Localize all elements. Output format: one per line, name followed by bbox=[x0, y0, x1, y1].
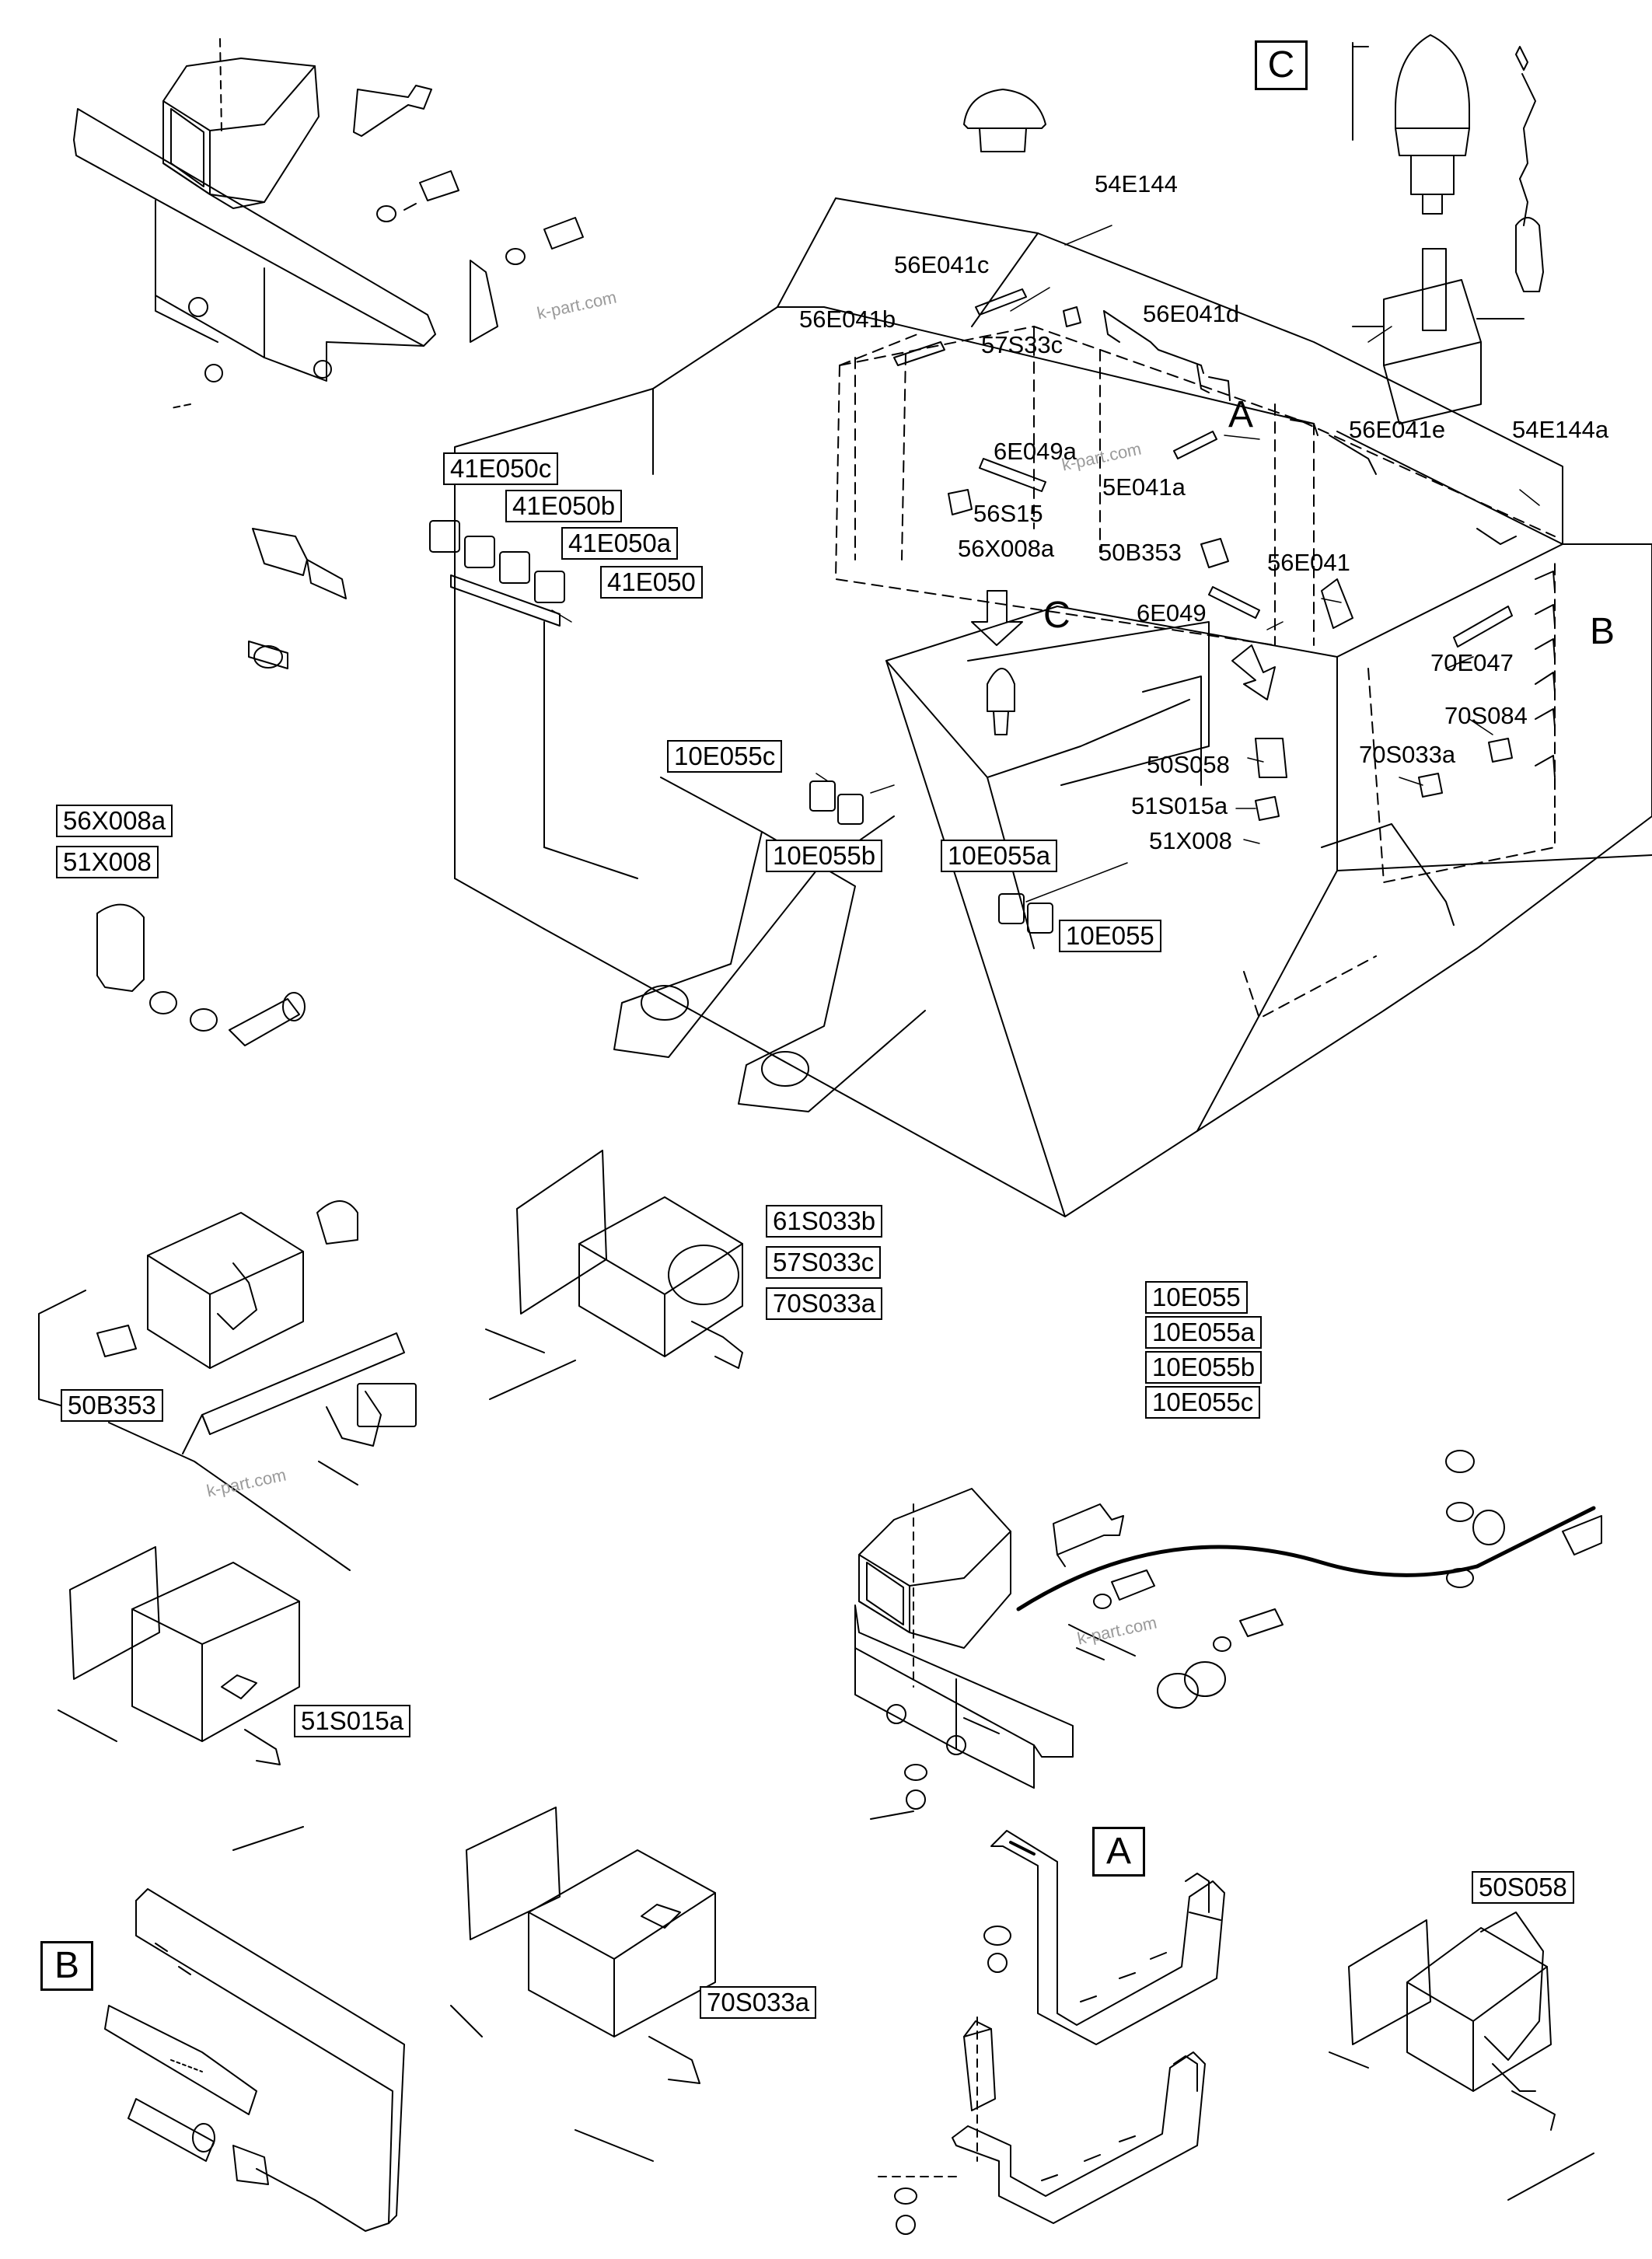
boxed-10E055c: 10E055c bbox=[667, 740, 783, 773]
label-5E041a: 5E041a bbox=[1102, 473, 1186, 501]
leader-lines bbox=[551, 225, 1540, 903]
view-c-beacon bbox=[1352, 34, 1544, 424]
group-label-10E055c: 10E055c bbox=[1145, 1386, 1261, 1419]
beacon-on-roof bbox=[971, 590, 1276, 735]
label-56E041c: 56E041c bbox=[894, 251, 990, 278]
label-51X008-small: 51X008 bbox=[1149, 827, 1232, 854]
label-56X008a-small: 56X008a bbox=[958, 535, 1055, 562]
view-a-brackets bbox=[878, 1830, 1225, 2235]
group-label-10E055a: 10E055a bbox=[1145, 1316, 1263, 1349]
view-c-boxed-letter: C bbox=[1255, 40, 1308, 90]
label-56E041d: 56E041d bbox=[1143, 300, 1240, 327]
boxed-50S058: 50S058 bbox=[1472, 1871, 1574, 1904]
label-56E041b: 56E041b bbox=[799, 306, 896, 333]
label-70S033a-small: 70S033a bbox=[1359, 741, 1456, 768]
boxed-10E055: 10E055 bbox=[1059, 920, 1161, 952]
left-small-parts bbox=[96, 528, 347, 1046]
label-50B353-small: 50B353 bbox=[1098, 539, 1182, 566]
view-b-letter: B bbox=[1590, 611, 1615, 652]
light-assembly-10E055 bbox=[854, 1450, 1602, 1820]
view-a-letter: A bbox=[1228, 394, 1254, 435]
group-label-10E055b: 10E055b bbox=[1145, 1351, 1263, 1384]
boxed-57S033c: 57S033c bbox=[766, 1246, 882, 1279]
label-6E049a: 6E049a bbox=[994, 438, 1077, 465]
boxed-51S015a: 51S015a bbox=[294, 1705, 411, 1737]
boxed-41E050: 41E050 bbox=[600, 566, 703, 599]
switch-bracket-70S033a bbox=[450, 1807, 716, 2162]
label-70S084: 70S084 bbox=[1444, 702, 1528, 729]
label-54E144a: 54E144a bbox=[1512, 416, 1609, 443]
view-b-bracket bbox=[104, 1888, 405, 2232]
work-lights-cab bbox=[429, 520, 1053, 934]
boxed-56X008a: 56X008a bbox=[56, 805, 173, 837]
boxed-41E050a: 41E050a bbox=[561, 527, 679, 560]
boxed-70S033a-2: 70S033a bbox=[700, 1986, 817, 2019]
label-70E047: 70E047 bbox=[1430, 649, 1514, 676]
boxed-41E050c: 41E050c bbox=[443, 452, 559, 485]
switch-box-61S033b bbox=[485, 1150, 743, 1400]
label-51S015a-small: 51S015a bbox=[1131, 792, 1228, 819]
view-b-boxed-letter: B bbox=[40, 1941, 93, 1991]
label-54E144: 54E144 bbox=[1095, 170, 1178, 197]
boxed-61S033b: 61S033b bbox=[766, 1205, 883, 1238]
label-50S058-small: 50S058 bbox=[1147, 751, 1230, 778]
boxed-10E055b: 10E055b bbox=[766, 840, 883, 872]
boxed-41E050b: 41E050b bbox=[505, 490, 623, 522]
label-57S33c: 57S33c bbox=[981, 331, 1063, 358]
roof-frame-dashed bbox=[835, 326, 1556, 1019]
group-label-10E055: 10E055 bbox=[1145, 1281, 1248, 1314]
view-a-boxed-letter: A bbox=[1092, 1827, 1145, 1877]
label-56E041: 56E041 bbox=[1267, 549, 1350, 576]
relay-50S058 bbox=[1329, 1912, 1594, 2201]
boxed-51X008: 51X008 bbox=[56, 846, 159, 878]
label-56S15: 56S15 bbox=[973, 500, 1043, 527]
plug-cap bbox=[963, 89, 1046, 152]
junction-box-50B353 bbox=[38, 1200, 417, 1571]
top-left-light-bracket bbox=[73, 38, 584, 409]
label-6E049: 6E049 bbox=[1137, 599, 1207, 627]
switch-bracket-51S015a bbox=[58, 1546, 304, 1851]
label-56E041e: 56E041e bbox=[1349, 416, 1446, 443]
boxed-50B353: 50B353 bbox=[61, 1389, 163, 1422]
roof-lamp-bars bbox=[893, 288, 1556, 821]
view-c-letter: C bbox=[1043, 595, 1070, 636]
main-frame-assembly bbox=[454, 197, 1652, 1217]
boxed-10E055a: 10E055a bbox=[941, 840, 1058, 872]
boxed-70S033a: 70S033a bbox=[766, 1287, 883, 1320]
